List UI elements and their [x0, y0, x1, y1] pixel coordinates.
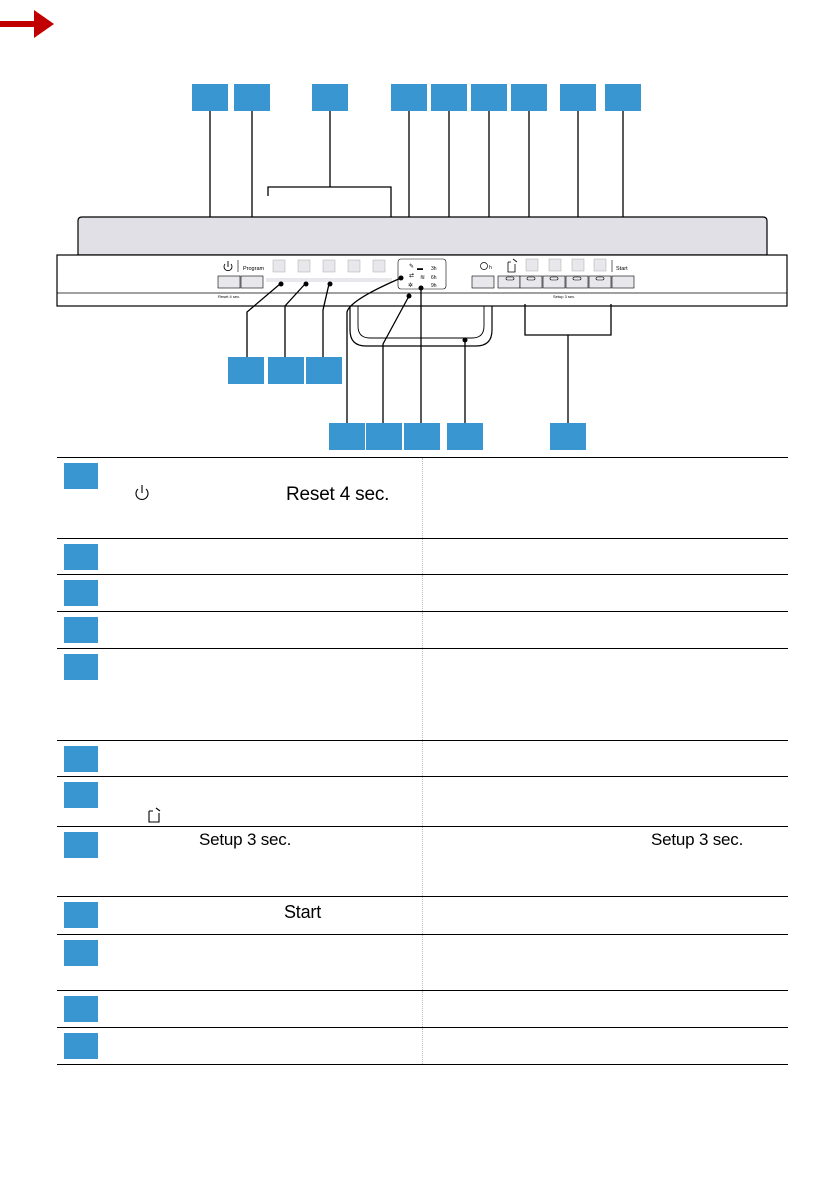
timer-icon [480, 262, 488, 270]
option-lights [525, 258, 607, 272]
callout-17 [550, 423, 586, 450]
row-text: Start [284, 902, 322, 922]
callout-15 [404, 423, 440, 450]
program-lights [272, 259, 386, 273]
table-row [57, 612, 788, 649]
table-row [57, 741, 788, 777]
table-row: Reset 4 sec. [57, 458, 788, 539]
row-badge [64, 463, 98, 489]
svg-text:✎: ✎ [409, 263, 414, 270]
remote-button[interactable] [497, 275, 521, 289]
callout-8 [560, 84, 596, 111]
leader-lines-bottom [246, 277, 612, 423]
time-9h: 9h [431, 283, 437, 289]
callout-3 [312, 84, 348, 111]
control-panel-diagram: Program Reset 4 sec. ✎ ⇄ ✲ ▬ ≋ 3h 6h 9h … [56, 84, 788, 450]
indicator-group [397, 258, 447, 290]
svg-text:▬: ▬ [417, 266, 423, 272]
remote-start-icon [507, 258, 518, 273]
callout-16 [447, 423, 483, 450]
callout-2 [234, 84, 270, 111]
row-text: Reset 4 sec. [286, 484, 390, 505]
table-row [57, 991, 788, 1028]
hours-label: h [489, 265, 492, 271]
callout-9 [605, 84, 641, 111]
arrow-right-icon [0, 10, 54, 38]
callout-6 [471, 84, 507, 111]
reset-label: Reset 4 sec. [218, 294, 240, 299]
callout-5 [431, 84, 467, 111]
panel-top-cover [77, 216, 768, 256]
start-label: Start [616, 266, 628, 272]
table-row [57, 575, 788, 612]
svg-text:⇄: ⇄ [409, 272, 414, 279]
program-button[interactable] [240, 275, 264, 289]
table-row: Setup 3 sec. Setup 3 sec. [57, 827, 788, 897]
table-row [57, 935, 788, 991]
reference-table: Reset 4 sec. Setup 3 sec. Setup 3 sec. S… [57, 457, 788, 1065]
callout-11 [268, 357, 304, 384]
table-row [57, 777, 788, 827]
program-bar [266, 278, 392, 282]
leader-dots-bottom [278, 275, 468, 343]
svg-text:≋: ≋ [420, 275, 425, 281]
timer-button[interactable] [471, 275, 495, 289]
row-text: Setup 3 sec. [199, 830, 292, 849]
setup-label: Setup 3 sec. [553, 294, 575, 299]
table-row [57, 649, 788, 741]
power-icon [223, 261, 233, 272]
callout-7 [511, 84, 547, 111]
callout-10 [228, 357, 264, 384]
table-row: Start [57, 897, 788, 935]
option-buttons[interactable] [519, 275, 612, 289]
callouts-top [192, 84, 641, 111]
table-row [57, 539, 788, 575]
callouts-bottom [228, 357, 586, 450]
program-label: Program [243, 266, 265, 272]
remote-start-icon [148, 807, 161, 823]
start-button[interactable] [611, 275, 635, 289]
time-6h: 6h [431, 275, 437, 281]
time-3h: 3h [431, 266, 437, 272]
callout-14 [366, 423, 402, 450]
row-text-right: Setup 3 sec. [651, 830, 744, 849]
table-row [57, 1028, 788, 1065]
callout-4 [391, 84, 427, 111]
callout-1 [192, 84, 228, 111]
svg-text:✲: ✲ [408, 282, 413, 289]
power-icon [135, 485, 149, 500]
callout-12 [306, 357, 342, 384]
callout-13 [329, 423, 365, 450]
power-button[interactable] [217, 275, 241, 289]
